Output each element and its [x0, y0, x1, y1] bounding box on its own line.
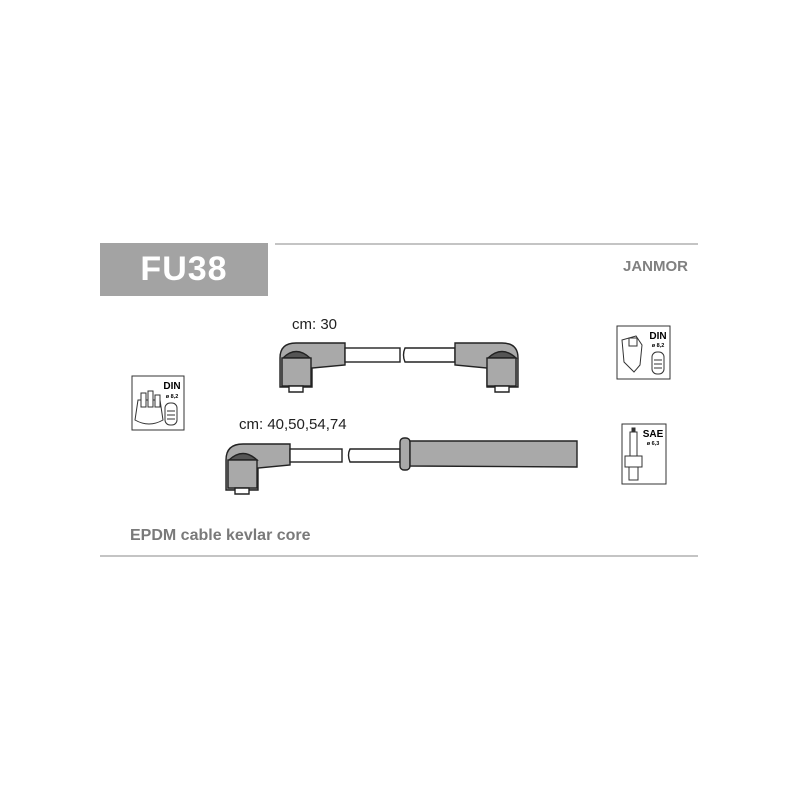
spark-plug-icon: SAE ø 6,3 — [621, 423, 667, 485]
cable-1 — [279, 342, 519, 393]
cable-length-2: cm: 40,50,54,74 — [239, 416, 347, 433]
ignition-coil-icon: DIN ø 8,2 — [616, 325, 671, 380]
connector-standard-2: DIN — [649, 331, 666, 342]
connector-standard-1: DIN — [163, 381, 180, 392]
connector-diameter-3: ø 6,3 — [647, 441, 660, 447]
product-code: FU38 — [100, 243, 268, 296]
connector-standard-3: SAE — [643, 429, 664, 440]
material-note: EPDM cable kevlar core — [130, 527, 311, 544]
distributor-cap-icon: DIN ø 8,2 — [131, 375, 185, 431]
cable-length-1: cm: 30 — [292, 316, 338, 333]
connector-diameter-2: ø 8,2 — [652, 343, 665, 349]
cable-2 — [225, 437, 578, 495]
connector-diameter-1: ø 8,2 — [166, 394, 179, 400]
brand-name: JANMOR — [622, 258, 688, 275]
